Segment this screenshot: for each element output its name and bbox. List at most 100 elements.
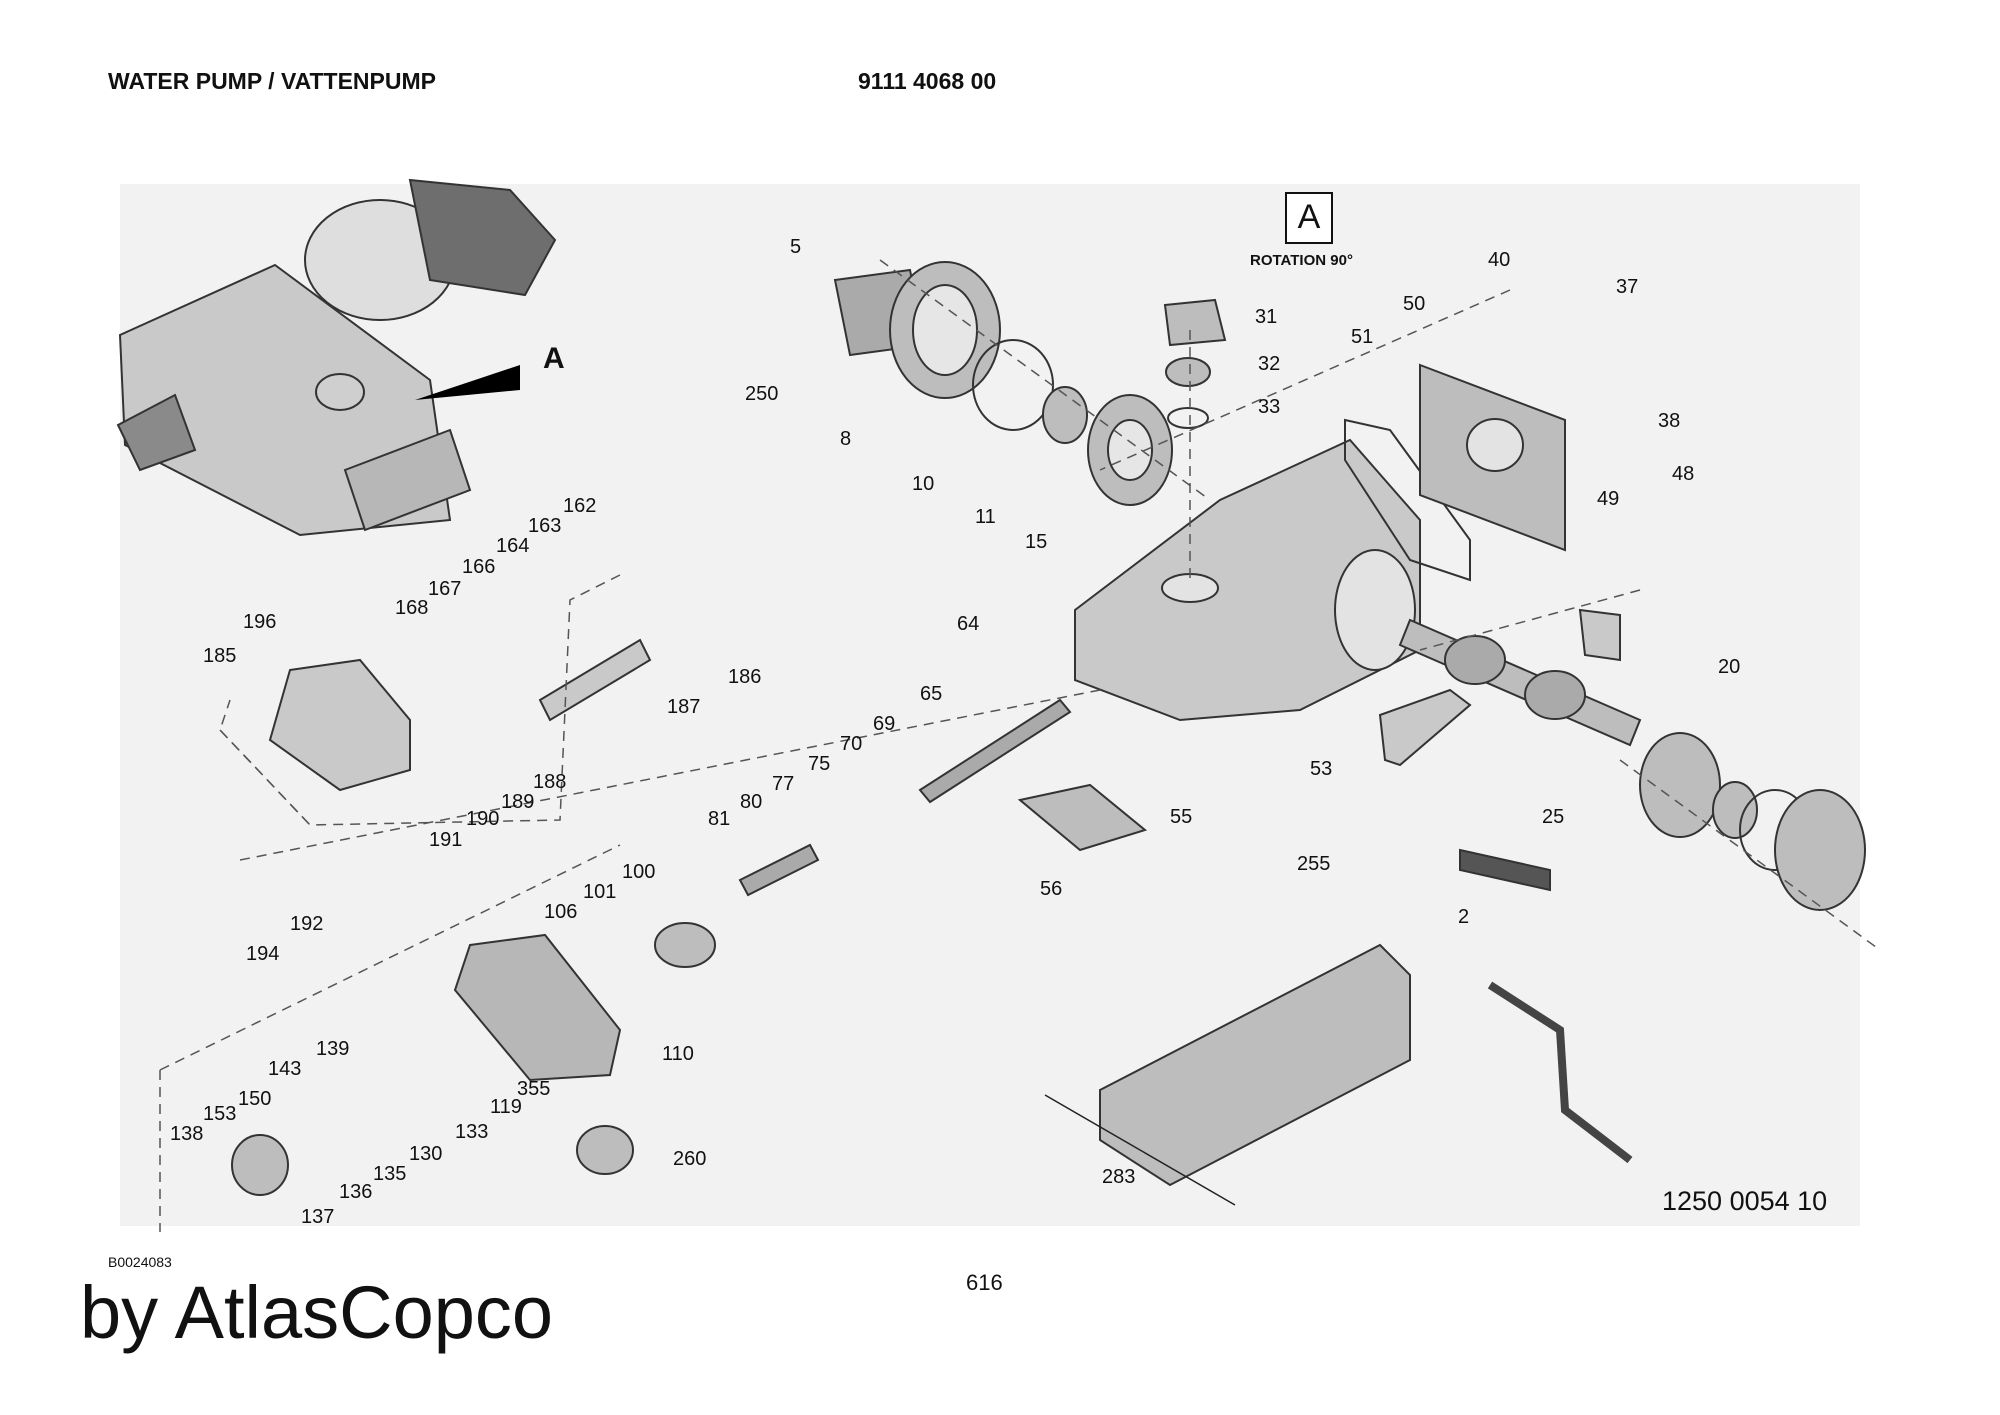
part-callout-101: 101 bbox=[583, 881, 616, 903]
sleeve-150 bbox=[231, 1134, 289, 1196]
part-callout-65: 65 bbox=[920, 683, 942, 705]
rod-cap bbox=[1578, 608, 1621, 662]
part-callout-106: 106 bbox=[544, 901, 577, 923]
bracket-56 bbox=[1017, 783, 1148, 852]
valve-seat-355 bbox=[576, 1125, 634, 1175]
part-callout-5: 5 bbox=[790, 236, 801, 258]
part-callout-38: 38 bbox=[1658, 410, 1680, 432]
part-callout-51: 51 bbox=[1351, 326, 1373, 348]
part-callout-138: 138 bbox=[170, 1123, 203, 1145]
page-number: 616 bbox=[966, 1270, 1003, 1295]
page-title: WATER PUMP / VATTENPUMP bbox=[108, 68, 436, 94]
part-callout-69: 69 bbox=[873, 713, 895, 735]
part-callout-186: 186 bbox=[728, 666, 761, 688]
crank-web-2 bbox=[1524, 670, 1586, 720]
part-callout-355: 355 bbox=[517, 1078, 550, 1100]
view-marker-box: A bbox=[1285, 192, 1333, 244]
part-callout-164: 164 bbox=[496, 535, 529, 557]
gasket bbox=[1344, 418, 1471, 582]
part-callout-135: 135 bbox=[373, 1163, 406, 1185]
rotation-label: ROTATION 90° bbox=[1250, 252, 1353, 269]
part-callout-166: 166 bbox=[462, 556, 495, 578]
manifold-110 bbox=[453, 933, 622, 1082]
part-callout-163: 163 bbox=[528, 515, 561, 537]
bearing-15-right bbox=[1639, 732, 1721, 838]
part-callout-32: 32 bbox=[1258, 353, 1280, 375]
part-callout-255: 255 bbox=[1297, 853, 1330, 875]
part-callout-168: 168 bbox=[395, 597, 428, 619]
part-callout-75: 75 bbox=[808, 753, 830, 775]
hydraulic-motor bbox=[408, 178, 557, 297]
part-callout-110: 110 bbox=[662, 1043, 694, 1065]
part-callout-188: 188 bbox=[533, 771, 566, 793]
part-callout-40: 40 bbox=[1488, 249, 1510, 271]
part-callout-2: 2 bbox=[1458, 906, 1469, 928]
rear-cover-port bbox=[1466, 418, 1524, 472]
part-callout-139: 139 bbox=[316, 1038, 349, 1060]
hose-283 bbox=[1487, 981, 1633, 1164]
arrow-label: A bbox=[543, 342, 565, 375]
part-callout-50: 50 bbox=[1403, 293, 1425, 315]
part-callout-260: 260 bbox=[673, 1148, 706, 1170]
part-callout-8: 8 bbox=[840, 428, 851, 450]
brand-watermark: by AtlasCopco bbox=[80, 1271, 554, 1354]
part-callout-56: 56 bbox=[1040, 878, 1062, 900]
crank-web bbox=[1444, 635, 1506, 685]
breather-32 bbox=[1165, 357, 1211, 387]
part-callout-33: 33 bbox=[1258, 396, 1280, 418]
part-callout-37: 37 bbox=[1616, 276, 1638, 298]
part-callout-15: 15 bbox=[1025, 531, 1047, 553]
part-callout-53: 53 bbox=[1310, 758, 1332, 780]
oil-cap-31 bbox=[1163, 298, 1227, 347]
part-callout-196: 196 bbox=[243, 611, 276, 633]
document-number: 9111 4068 00 bbox=[858, 68, 997, 94]
part-callout-10: 10 bbox=[912, 473, 934, 495]
seal-ring-8-right bbox=[1774, 789, 1866, 911]
part-callout-167: 167 bbox=[428, 578, 461, 600]
key-2 bbox=[1459, 848, 1551, 892]
pump-cap-thumbnail bbox=[315, 373, 365, 411]
part-callout-119: 119 bbox=[490, 1096, 522, 1118]
plunger-187 bbox=[538, 638, 652, 722]
part-callout-11: 11 bbox=[975, 506, 996, 528]
view-arrow bbox=[415, 365, 520, 400]
part-callout-100: 100 bbox=[622, 861, 655, 883]
part-callout-70: 70 bbox=[840, 733, 862, 755]
part-callout-48: 48 bbox=[1672, 463, 1694, 485]
pump-head-thumbnail bbox=[343, 428, 472, 532]
crankcase-top-opening bbox=[1161, 573, 1219, 603]
part-callout-81: 81 bbox=[708, 808, 730, 830]
part-callout-283: 283 bbox=[1102, 1166, 1135, 1188]
part-callout-20: 20 bbox=[1718, 656, 1740, 678]
part-callout-191: 191 bbox=[429, 829, 462, 851]
part-callout-136: 136 bbox=[339, 1181, 372, 1203]
reference-code: B0024083 bbox=[108, 1254, 172, 1270]
part-callout-77: 77 bbox=[772, 773, 794, 795]
part-callout-187: 187 bbox=[667, 696, 700, 718]
part-callout-80: 80 bbox=[740, 791, 762, 813]
part-callout-143: 143 bbox=[268, 1058, 301, 1080]
bearing-11 bbox=[1042, 386, 1088, 444]
part-callout-64: 64 bbox=[957, 613, 979, 635]
part-callout-49: 49 bbox=[1597, 488, 1619, 510]
part-callout-133: 133 bbox=[455, 1121, 488, 1143]
part-callout-25: 25 bbox=[1542, 806, 1564, 828]
part-callout-162: 162 bbox=[563, 495, 596, 517]
part-callout-189: 189 bbox=[501, 791, 534, 813]
part-callout-130: 130 bbox=[409, 1143, 442, 1165]
o-ring-10 bbox=[972, 339, 1054, 431]
connecting-rod bbox=[1378, 688, 1472, 767]
part-callout-194: 194 bbox=[246, 943, 279, 965]
bearing-11-right bbox=[1712, 781, 1758, 839]
crankcase-bore bbox=[1334, 549, 1416, 671]
piston-rod-65 bbox=[918, 698, 1072, 804]
part-callout-31: 31 bbox=[1255, 306, 1277, 328]
part-number-labels: 5250810111531323340505137384849196185168… bbox=[170, 236, 1740, 1228]
valve-block bbox=[268, 658, 411, 792]
part-callout-190: 190 bbox=[466, 808, 499, 830]
plunger-80 bbox=[738, 843, 820, 897]
washer-33 bbox=[1167, 407, 1209, 429]
mounting-bracket bbox=[1099, 943, 1411, 1187]
part-callout-55: 55 bbox=[1170, 806, 1192, 828]
